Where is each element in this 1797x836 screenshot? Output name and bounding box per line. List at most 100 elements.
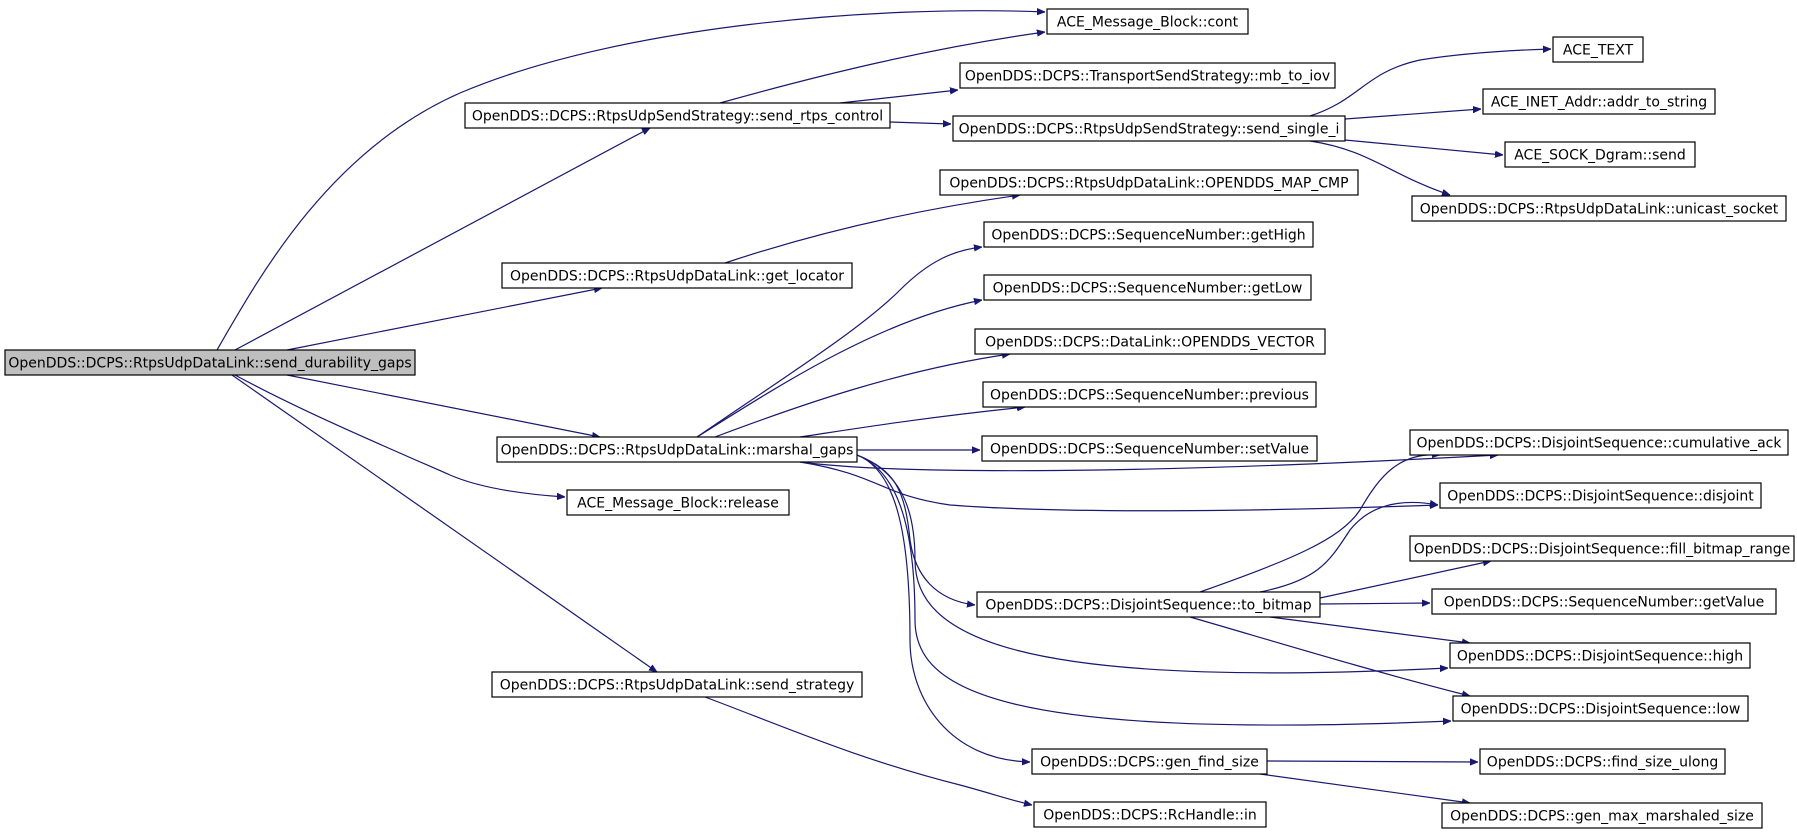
edge-arrow: [1199, 455, 1440, 593]
node-opendds-dcps-datalink-opendds-vector[interactable]: OpenDDS::DCPS::DataLink::OPENDDS_VECTOR: [974, 328, 1326, 355]
node-box: [1031, 748, 1268, 775]
node-opendds-dcps-transportsendstrategy-mb-to-iov[interactable]: OpenDDS::DCPS::TransportSendStrategy::mb…: [959, 62, 1336, 89]
node-box: [1046, 8, 1249, 35]
node-opendds-dcps-rtpsudpdatalink-opendds-map-cmp[interactable]: OpenDDS::DCPS::RtpsUdpDataLink::OPENDDS_…: [939, 169, 1359, 196]
node-opendds-dcps-find-size-ulong[interactable]: OpenDDS::DCPS::find_size_ulong: [1479, 748, 1726, 775]
node-opendds-dcps-rchandle-in[interactable]: OpenDDS::DCPS::RcHandle::in: [1033, 801, 1267, 828]
node-ace-sock-dgram-send[interactable]: ACE_SOCK_Dgram::send: [1504, 141, 1696, 168]
edge-arrow: [1259, 502, 1438, 593]
node-opendds-dcps-rtpsudpdatalink-send-strategy[interactable]: OpenDDS::DCPS::RtpsUdpDataLink::send_str…: [491, 671, 863, 698]
edge-n2-to-n3: [839, 90, 958, 104]
edge-arrow: [1259, 773, 1470, 803]
node-label: ACE_TEXT: [1563, 43, 1634, 59]
edge-arrow: [856, 454, 975, 605]
node-opendds-dcps-disjointsequence-to-bitmap[interactable]: OpenDDS::DCPS::DisjointSequence::to_bitm…: [976, 591, 1321, 618]
node-opendds-dcps-sequencenumber-previous[interactable]: OpenDDS::DCPS::SequenceNumber::previous: [982, 381, 1317, 408]
edge-n0-to-n11: [286, 374, 600, 437]
node-opendds-dcps-gen-max-marshaled-size[interactable]: OpenDDS::DCPS::gen_max_marshaled_size: [1441, 802, 1763, 829]
node-box: [1409, 535, 1795, 562]
edge-n9-to-n10: [724, 195, 1020, 264]
edge-n19-to-n22: [1269, 616, 1470, 643]
node-opendds-dcps-rtpsudpsendstrategy-send-rtps-control[interactable]: OpenDDS::DCPS::RtpsUdpSendStrategy::send…: [464, 102, 891, 129]
node-label: OpenDDS::DCPS::DisjointSequence::low: [1461, 702, 1741, 718]
node-box: [974, 328, 1326, 355]
edge-arrow: [1344, 109, 1481, 120]
node-label: OpenDDS::DCPS::RcHandle::in: [1043, 808, 1257, 824]
node-label: ACE_SOCK_Dgram::send: [1514, 148, 1686, 164]
node-box: [1431, 588, 1777, 615]
node-label: OpenDDS::DCPS::SequenceNumber::previous: [990, 388, 1309, 404]
node-opendds-dcps-sequencenumber-gethigh[interactable]: OpenDDS::DCPS::SequenceNumber::getHigh: [983, 221, 1314, 248]
node-box: [4, 349, 416, 376]
edge-n24-to-n25: [1266, 761, 1478, 762]
node-box: [566, 489, 790, 516]
node-box: [1449, 642, 1751, 669]
node-opendds-dcps-rtpsudpdatalink-send-durability-gaps[interactable]: OpenDDS::DCPS::RtpsUdpDataLink::send_dur…: [4, 349, 416, 376]
node-box: [501, 262, 853, 289]
node-box: [981, 435, 1318, 462]
edge-arrow: [234, 127, 650, 351]
edge-arrow: [719, 32, 1045, 104]
node-opendds-dcps-rtpsudpdatalink-marshal-gaps[interactable]: OpenDDS::DCPS::RtpsUdpDataLink::marshal_…: [496, 436, 858, 463]
node-opendds-dcps-rtpsudpdatalink-unicast-socket[interactable]: OpenDDS::DCPS::RtpsUdpDataLink::unicast_…: [1411, 195, 1787, 222]
node-label: OpenDDS::DCPS::gen_find_size: [1040, 755, 1259, 771]
edge-n0-to-n1: [216, 11, 1045, 351]
edge-arrow: [1269, 616, 1470, 643]
edge-n0-to-n9: [286, 288, 602, 351]
edge-n28-to-n29: [704, 696, 1032, 805]
edge-arrow: [286, 288, 602, 351]
node-opendds-dcps-rtpsudpsendstrategy-send-single-i[interactable]: OpenDDS::DCPS::RtpsUdpSendStrategy::send…: [952, 115, 1346, 142]
edge-n0-to-n27: [234, 374, 565, 497]
node-label: OpenDDS::DCPS::gen_max_marshaled_size: [1450, 809, 1754, 825]
node-box: [491, 671, 863, 698]
node-opendds-dcps-sequencenumber-getlow[interactable]: OpenDDS::DCPS::SequenceNumber::getLow: [983, 274, 1312, 301]
edge-n19-to-n21: [1319, 603, 1430, 604]
node-ace-message-block-release[interactable]: ACE_Message_Block::release: [566, 489, 790, 516]
node-box: [1033, 801, 1267, 828]
node-label: OpenDDS::DCPS::SequenceNumber::getValue: [1444, 595, 1765, 611]
node-label: OpenDDS::DCPS::RtpsUdpDataLink::OPENDDS_…: [949, 176, 1348, 192]
node-box: [1482, 88, 1716, 115]
edge-arrow: [1319, 561, 1491, 599]
node-opendds-dcps-sequencenumber-getvalue[interactable]: OpenDDS::DCPS::SequenceNumber::getValue: [1431, 588, 1777, 615]
edge-arrow: [856, 454, 1451, 726]
edge-arrow: [839, 90, 958, 104]
node-opendds-dcps-gen-find-size[interactable]: OpenDDS::DCPS::gen_find_size: [1031, 748, 1268, 775]
node-opendds-dcps-disjointsequence-fill-bitmap-range[interactable]: OpenDDS::DCPS::DisjointSequence::fill_bi…: [1409, 535, 1795, 562]
edge-n11-to-n14: [714, 354, 1010, 438]
node-ace-text[interactable]: ACE_TEXT: [1552, 36, 1644, 63]
edge-n4-to-n8: [1309, 140, 1450, 195]
edge-arrow: [286, 374, 600, 437]
edge-n11-to-n24: [856, 454, 1030, 762]
node-opendds-dcps-disjointsequence-high[interactable]: OpenDDS::DCPS::DisjointSequence::high: [1449, 642, 1751, 669]
edge-n11-to-n15: [799, 407, 1025, 438]
node-ace-message-block-cont[interactable]: ACE_Message_Block::cont: [1046, 8, 1249, 35]
node-label: OpenDDS::DCPS::DisjointSequence::to_bitm…: [985, 598, 1311, 614]
node-box: [983, 274, 1312, 301]
node-opendds-dcps-rtpsudpdatalink-get-locator[interactable]: OpenDDS::DCPS::RtpsUdpDataLink::get_loca…: [501, 262, 853, 289]
node-box: [1439, 482, 1762, 509]
node-box: [1441, 802, 1763, 829]
node-label: OpenDDS::DCPS::RtpsUdpDataLink::send_dur…: [8, 356, 411, 372]
edge-arrow: [1266, 761, 1478, 762]
node-opendds-dcps-disjointsequence-low[interactable]: OpenDDS::DCPS::DisjointSequence::low: [1452, 695, 1749, 722]
node-label: OpenDDS::DCPS::DataLink::OPENDDS_VECTOR: [985, 335, 1315, 351]
node-layer: OpenDDS::DCPS::RtpsUdpDataLink::send_dur…: [4, 8, 1795, 829]
node-label: OpenDDS::DCPS::DisjointSequence::cumulat…: [1417, 436, 1783, 452]
node-box: [1411, 195, 1787, 222]
node-ace-inet-addr-addr-to-string[interactable]: ACE_INET_Addr::addr_to_string: [1482, 88, 1716, 115]
node-opendds-dcps-disjointsequence-cumulative-ack[interactable]: OpenDDS::DCPS::DisjointSequence::cumulat…: [1409, 429, 1789, 456]
node-label: OpenDDS::DCPS::DisjointSequence::high: [1457, 649, 1743, 665]
node-opendds-dcps-sequencenumber-setvalue[interactable]: OpenDDS::DCPS::SequenceNumber::setValue: [981, 435, 1318, 462]
edge-n11-to-n13: [696, 300, 982, 438]
node-label: OpenDDS::DCPS::RtpsUdpDataLink::marshal_…: [501, 443, 854, 459]
edge-arrow: [724, 195, 1020, 264]
edge-n0-to-n28: [231, 374, 657, 672]
node-label: ACE_Message_Block::cont: [1057, 15, 1239, 31]
edge-n4-to-n7: [1344, 139, 1503, 155]
edge-arrow: [234, 374, 565, 497]
node-opendds-dcps-disjointsequence-disjoint[interactable]: OpenDDS::DCPS::DisjointSequence::disjoin…: [1439, 482, 1762, 509]
node-box: [464, 102, 891, 129]
edge-arrow: [889, 122, 951, 124]
edge-arrow: [704, 696, 1032, 805]
